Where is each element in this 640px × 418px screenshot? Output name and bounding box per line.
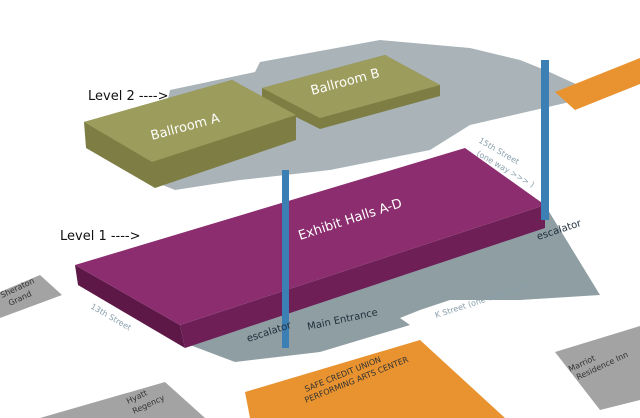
safe-credit-building [245, 340, 505, 418]
level1-floor [190, 210, 600, 362]
marriot-building [555, 326, 640, 410]
sheraton-building [0, 275, 62, 318]
level1-label: Level 1 ----> [60, 229, 141, 244]
level2-label: Level 2 ----> [88, 89, 169, 104]
exhibit-left-face [75, 265, 185, 348]
ballroom-a-top [84, 80, 296, 162]
level2-floor [150, 40, 600, 190]
escalator-left-bar [282, 170, 289, 348]
escalator-right-bar [541, 60, 549, 220]
ballroom-b-top [262, 55, 440, 118]
hyatt-building [40, 382, 205, 418]
orange-building-top-right [555, 58, 640, 110]
exhibit-front-face [180, 205, 545, 348]
exhibit-halls[interactable] [75, 148, 545, 325]
